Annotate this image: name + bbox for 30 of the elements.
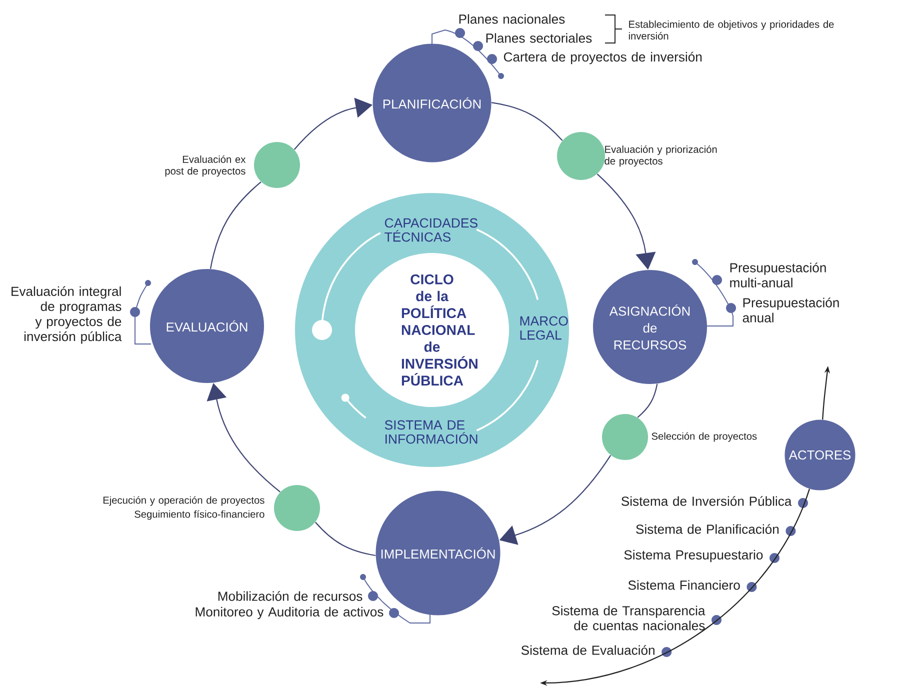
item-text: Evaluación ex post de proyectos <box>165 155 246 177</box>
item-text: Selección de proyectos <box>652 432 757 442</box>
ring-label: MARCO LEGAL <box>520 316 568 340</box>
cycle-line <box>315 522 376 556</box>
item-text: Presupuestación anual <box>742 298 839 322</box>
item-text: Planes sectoriales <box>486 33 592 43</box>
cycle-line <box>210 181 262 269</box>
item-text: Seguimiento físico-financiero <box>134 510 264 520</box>
item-text: Evaluación integral de programas y proyectos de inversión pública <box>12 286 122 344</box>
cycle-line <box>637 384 658 418</box>
note-text: Establecimiento de objetivos y prioridades de inversión <box>628 20 834 40</box>
item-text: Sistema de Planificación <box>636 524 779 534</box>
item-text: Cartera de proyectos de inversión <box>504 52 702 64</box>
item-text: Sistema Financiero <box>628 580 740 590</box>
item-text: Sistema de Evaluación <box>521 645 654 655</box>
item-text: Ejecución y operación de proyectos <box>103 496 264 506</box>
step-circle <box>557 132 606 180</box>
item-text: Sistema Presupuestario <box>624 550 763 562</box>
item-text: Sistema de Inversión Pública <box>622 496 792 506</box>
item-text: Sistema de Transparencia de cuentas nacionales <box>552 606 706 630</box>
step-circle <box>254 142 300 188</box>
step-circle <box>602 414 648 460</box>
item-text: Planes nacionales <box>459 14 565 24</box>
ring-label: SISTEMA DE INFORMACIÓN <box>384 420 478 444</box>
item-text: Evaluación y priorización de proyectos <box>604 145 717 167</box>
cycle-line <box>491 102 563 141</box>
step-circle <box>274 485 320 531</box>
item-text: Mobilización de recursos <box>218 591 362 601</box>
item-text: Presupuestación multi-anual <box>730 262 826 288</box>
ring-label: CAPACIDADES TÉCNICAS <box>384 218 478 242</box>
